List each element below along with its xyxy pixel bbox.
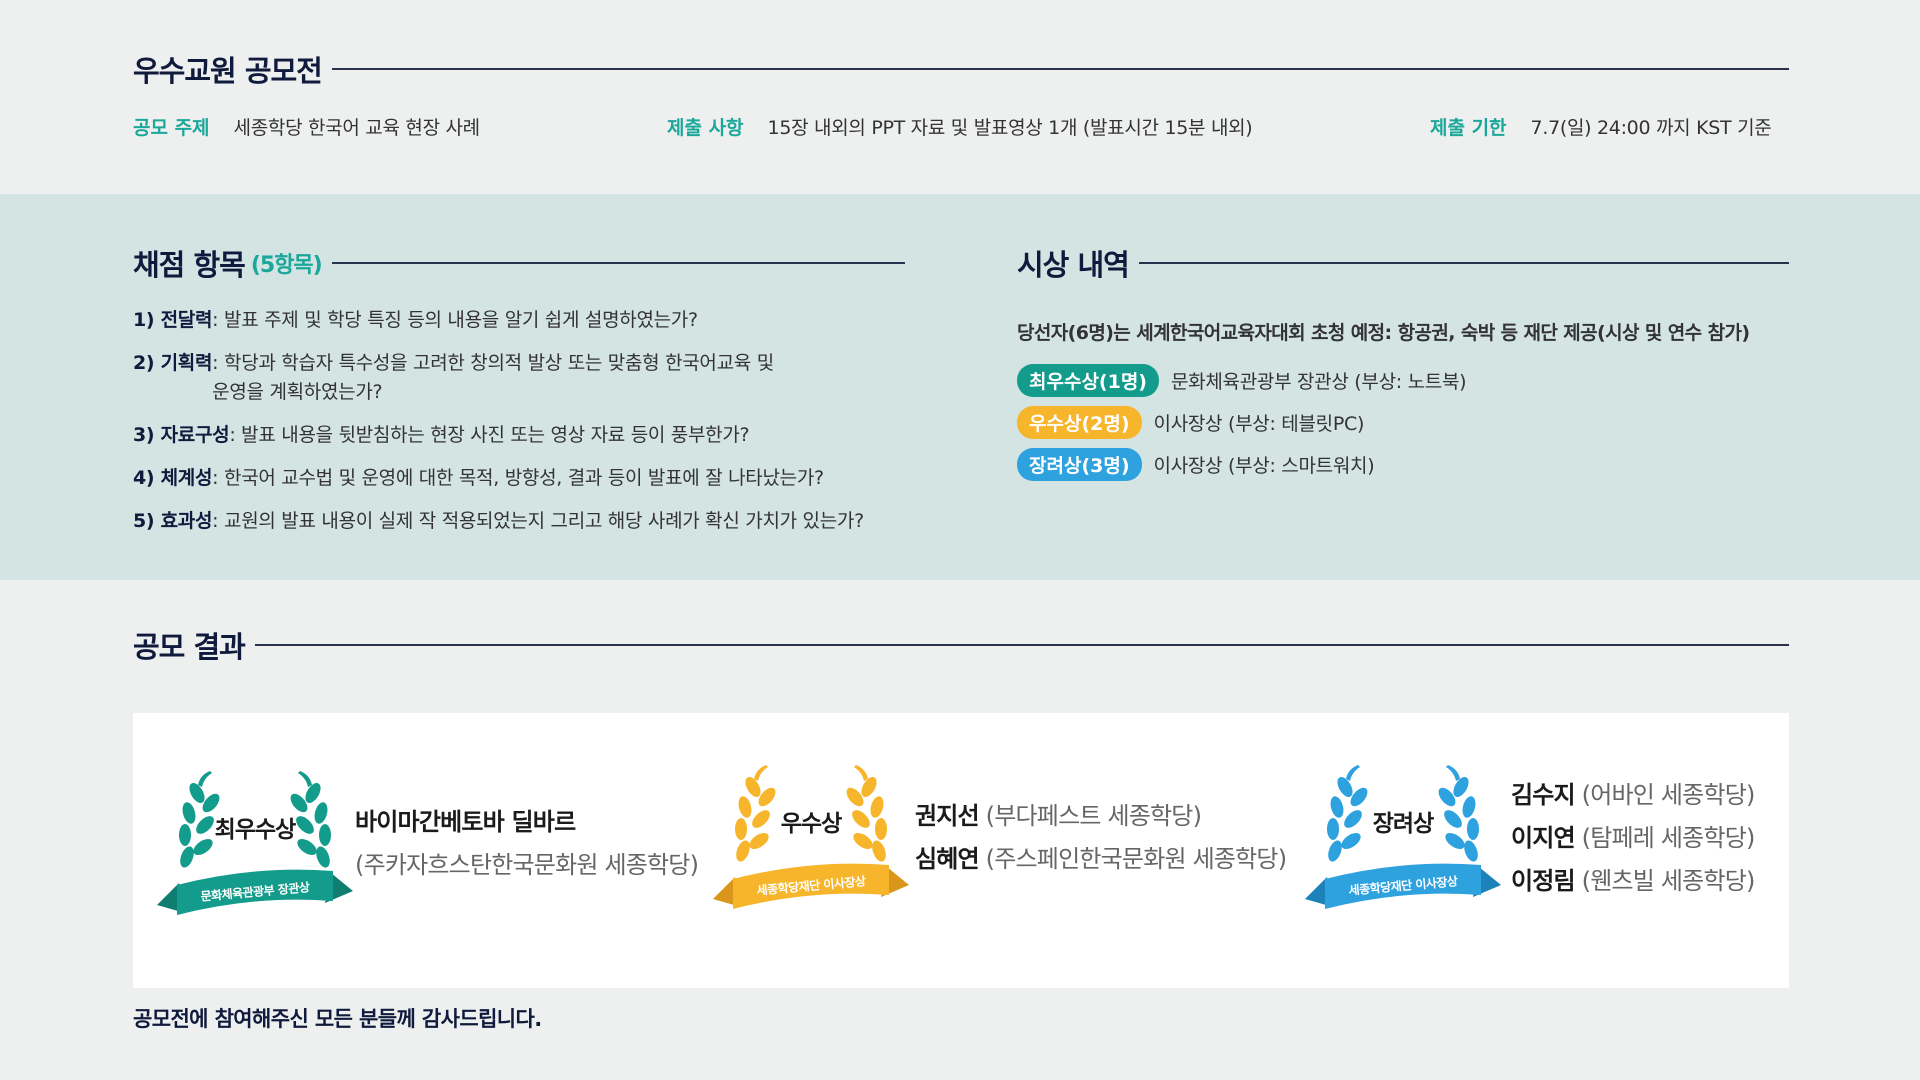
award-title: 우수상 (780, 811, 842, 837)
awards-heading: 시상 내역 (1017, 242, 1789, 284)
criterion-desc: : 교원의 발표 내용이 실제 작 적용되었는지 그리고 해당 사례가 확신 가… (212, 510, 864, 532)
winner-affiliation: (주카자흐스탄한국문화원 세종학당) (355, 851, 699, 879)
award-item-grand: 최우수상(1명) 문화체육관광부 장관상 (부상: 노트북) (1017, 359, 1789, 401)
criterion-desc: : 발표 내용을 뒷받침하는 현장 사진 또는 영상 자료 등이 풍부한가? (229, 424, 750, 446)
scoring-heading: 채점 항목 (5항목) (133, 242, 905, 284)
grand-prize-winners: 바이마간베토바 딜바르 (주카자흐스탄한국문화원 세종학당) (355, 801, 699, 887)
submission-value: 15장 내외의 PPT 자료 및 발표영상 1개 (발표시간 15분 내외) (767, 117, 1253, 139)
winner-affiliation: (주스페인한국문화원 세종학당) (978, 845, 1287, 873)
submission-info: 제출 사항 15장 내외의 PPT 자료 및 발표영상 1개 (발표시간 15분 … (667, 113, 1253, 140)
topic-value: 세종학당 한국어 교육 현장 사례 (233, 117, 481, 139)
winner-name: 이정림 (1511, 867, 1576, 895)
winner-row: 심혜연 (주스페인한국문화원 세종학당) (915, 838, 1287, 881)
winner-row: (주카자흐스탄한국문화원 세종학당) (355, 844, 699, 887)
criterion-desc: : 한국어 교수법 및 운영에 대한 목적, 방향성, 결과 등이 발표에 잘 … (212, 467, 824, 489)
overview-heading: 우수교원 공모전 (133, 48, 1789, 90)
criterion-name: 4) 체계성 (133, 467, 213, 489)
heading-divider (331, 262, 905, 264)
scoring-count: (5항목) (250, 253, 323, 278)
results-card: 최우수상 문화체육관광부 장관상 바이마간베토바 딜바르 (주카자흐스탄한국문화… (133, 713, 1789, 988)
deadline-info: 제출 기한 7.7(일) 24:00 까지 KST 기준 (1430, 113, 1772, 140)
criterion-name: 3) 자료구성 (133, 424, 230, 446)
award-badge: 최우수상(1명) (1017, 363, 1159, 397)
award-badge: 장려상(3명) (1017, 447, 1142, 481)
winner-name: 심혜연 (915, 845, 980, 873)
award-desc: 이사장상 (부상: 테블릿PC) (1153, 412, 1365, 435)
award-desc: 문화체육관광부 장관상 (부상: 노트북) (1171, 370, 1467, 393)
winner-row: 이정림 (웬츠빌 세종학당) (1511, 860, 1755, 903)
winners-note: 당선자(6명)는 세계한국어교육자대회 초청 예정: 항공권, 숙박 등 재단 … (1017, 322, 1750, 344)
award-title: 최우수상 (214, 817, 297, 843)
list-item: 4) 체계성: 한국어 교수법 및 운영에 대한 목적, 방향성, 결과 등이 … (133, 464, 905, 493)
results-heading: 공모 결과 (133, 624, 1789, 666)
deadline-value: 7.7(일) 24:00 까지 KST 기준 (1530, 117, 1772, 139)
award-title: 장려상 (1372, 811, 1434, 837)
list-item: 5) 효과성: 교원의 발표 내용이 실제 작 적용되었는지 그리고 해당 사례… (133, 507, 905, 536)
laurel-wreath-icon (157, 771, 353, 915)
winner-row: 바이마간베토바 딜바르 (355, 801, 698, 844)
award-desc: 이사장상 (부상: 스마트워치) (1153, 454, 1375, 477)
heading-divider (1138, 262, 1789, 264)
topic-label: 공모 주제 (133, 117, 210, 139)
award-item-excellence: 우수상(2명) 이사장상 (부상: 테블릿PC) (1017, 401, 1789, 443)
excellence-winners: 권지선 (부다페스트 세종학당) 심혜연 (주스페인한국문화원 세종학당) (915, 795, 1287, 881)
criterion-name: 1) 전달력 (133, 309, 213, 331)
overview-info: 공모 주제 세종학당 한국어 교육 현장 사례 제출 사항 15장 내외의 PPT … (133, 113, 1789, 143)
winner-row: 김수지 (어바인 세종학당) (1511, 774, 1755, 817)
scoring-list: 1) 전달력: 발표 주제 및 학당 특징 등의 내용을 알기 쉽게 설명하였는… (133, 306, 905, 536)
results-title: 공모 결과 (133, 630, 246, 664)
list-item: 3) 자료구성: 발표 내용을 뒷받침하는 현장 사진 또는 영상 자료 등이 … (133, 421, 905, 450)
winner-row: 이지연 (탐페레 세종학당) (1511, 817, 1755, 860)
laurel-wreath-icon (713, 765, 909, 909)
deadline-label: 제출 기한 (1430, 117, 1507, 139)
scoring-panel: 채점 항목 (5항목) 1) 전달력: 발표 주제 및 학당 특징 등의 내용을… (133, 242, 905, 550)
submission-label: 제출 사항 (667, 117, 744, 139)
laurel-wreath-icon (1305, 765, 1501, 909)
excellence-emblem: 우수상 세종학당재단 이사장상 (711, 759, 911, 934)
winner-affiliation: (탐페레 세종학당) (1574, 824, 1756, 852)
contest-results: 공모 결과 (0, 580, 1920, 1080)
scoring-title: 채점 항목 (133, 248, 246, 282)
heading-divider (254, 644, 1789, 646)
encouragement-winners: 김수지 (어바인 세종학당) 이지연 (탐페레 세종학당) 이정림 (웬츠빌 세… (1511, 774, 1755, 903)
winner-name: 김수지 (1511, 781, 1576, 809)
winner-name: 권지선 (915, 802, 980, 830)
winner-name: 이지연 (1511, 824, 1576, 852)
contest-overview: 우수교원 공모전 공모 주제 세종학당 한국어 교육 현장 사례 제출 사항 15장… (0, 0, 1920, 194)
heading-divider (331, 68, 1789, 70)
criterion-desc: : 발표 주제 및 학당 특징 등의 내용을 알기 쉽게 설명하였는가? (212, 309, 698, 331)
encouragement-emblem: 장려상 세종학당재단 이사장상 (1303, 759, 1503, 934)
list-item: 2) 기획력: 학당과 학습자 특수성을 고려한 창의적 발상 또는 맞춤형 한… (133, 349, 905, 407)
awards-panel: 시상 내역 당선자(6명)는 세계한국어교육자대회 초청 예정: 항공권, 숙박… (1017, 242, 1789, 485)
awards-title: 시상 내역 (1017, 248, 1130, 282)
winner-name: 바이마간베토바 딜바르 (355, 808, 576, 836)
winner-row: 권지선 (부다페스트 세종학당) (915, 795, 1286, 838)
award-list: 최우수상(1명) 문화체육관광부 장관상 (부상: 노트북) 우수상(2명) 이… (1017, 359, 1789, 485)
list-item: 1) 전달력: 발표 주제 및 학당 특징 등의 내용을 알기 쉽게 설명하였는… (133, 306, 905, 335)
criteria-and-prizes: 채점 항목 (5항목) 1) 전달력: 발표 주제 및 학당 특징 등의 내용을… (0, 194, 1920, 580)
winner-affiliation: (웬츠빌 세종학당) (1574, 867, 1756, 895)
page-title: 우수교원 공모전 (133, 54, 323, 88)
grand-prize-emblem: 최우수상 문화체육관광부 장관상 (155, 765, 355, 940)
thanks-message: 공모전에 참여해주신 모든 분들께 감사드립니다. (133, 1007, 542, 1031)
criterion-name: 5) 효과성 (133, 510, 213, 532)
winner-affiliation: (부다페스트 세종학당) (978, 802, 1202, 830)
criterion-desc: : 학당과 학습자 특수성을 고려한 창의적 발상 또는 맞춤형 한국어교육 및… (212, 352, 774, 403)
award-item-encouragement: 장려상(3명) 이사장상 (부상: 스마트워치) (1017, 443, 1789, 485)
topic-info: 공모 주제 세종학당 한국어 교육 현장 사례 (133, 113, 480, 140)
criterion-name: 2) 기획력 (133, 352, 213, 374)
winner-affiliation: (어바인 세종학당) (1574, 781, 1756, 809)
award-badge: 우수상(2명) (1017, 405, 1142, 439)
